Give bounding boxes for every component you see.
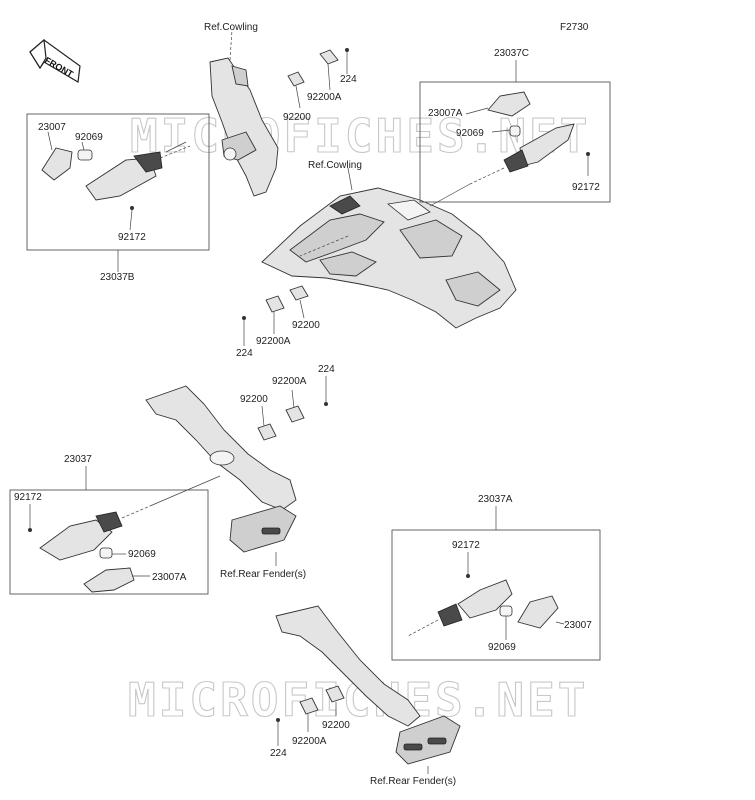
label-92172-b: 92172 — [118, 232, 146, 243]
label-224-top: 224 — [340, 74, 357, 85]
lens-23007-b — [41, 131, 73, 181]
screw-224-mid — [242, 316, 246, 320]
lens-23007-d — [517, 595, 565, 629]
grommet-92200-midlow — [257, 423, 277, 441]
screw-92172-b — [130, 206, 134, 210]
grommet-92200A-bottom — [299, 697, 319, 715]
label-ref-rear-fender-bottom: Ref.Rear Fender(s) — [370, 776, 456, 787]
label-23037A: 23037A — [478, 494, 513, 505]
grommet-92200-mid — [289, 285, 309, 301]
label-23037C: 23037C — [494, 48, 529, 59]
bulb-92069-b — [77, 141, 93, 161]
screw-224-bottom — [276, 718, 280, 722]
label-92200-midlow: 92200 — [240, 394, 268, 405]
turn-signal-23037A — [407, 579, 513, 637]
front-arrow-icon: FRONT — [29, 38, 81, 83]
grommet-92200-bottom — [325, 685, 345, 703]
label-ref-cowling-top: Ref.Cowling — [204, 22, 258, 33]
label-92200A-mid: 92200A — [256, 336, 291, 347]
label-23007A-a: 23007A — [152, 572, 187, 583]
screw-92172-d — [466, 574, 470, 578]
label-224-midlow: 224 — [318, 364, 335, 375]
figure-code: F2730 — [560, 22, 589, 33]
label-92200A-bottom: 92200A — [292, 736, 327, 747]
turn-signal-23037C — [469, 123, 575, 185]
label-23037B: 23037B — [100, 272, 135, 283]
turn-signal-23037 — [39, 475, 221, 561]
screw-224-midlow — [324, 402, 328, 406]
rear-frame-lower — [275, 605, 461, 765]
label-92200-top: 92200 — [283, 112, 311, 123]
cowling-bracket-left — [209, 29, 279, 197]
label-224-mid: 224 — [236, 348, 253, 359]
bulb-92069-c — [491, 125, 521, 137]
label-92172-d: 92172 — [452, 540, 480, 551]
lens-23007A-c — [465, 91, 531, 117]
label-23037: 23037 — [64, 454, 92, 465]
label-ref-rear-fender-mid: Ref.Rear Fender(s) — [220, 569, 306, 580]
screw-224-top — [345, 48, 349, 52]
label-92069-d: 92069 — [488, 642, 516, 653]
lens-23007A-a — [83, 567, 150, 593]
label-92200A-top: 92200A — [307, 92, 342, 103]
label-92200-bottom: 92200 — [322, 720, 350, 731]
grommet-92200-top — [287, 71, 305, 87]
label-92172-a: 92172 — [14, 492, 42, 503]
turn-signal-23037B — [85, 141, 191, 201]
box-23037 — [9, 489, 209, 595]
label-ref-cowling-center: Ref.Cowling — [308, 160, 362, 171]
label-92069-a: 92069 — [128, 549, 156, 560]
grommet-92200A-top — [319, 49, 339, 65]
label-224-bottom: 224 — [270, 748, 287, 759]
label-23007A-c: 23007A — [428, 108, 463, 119]
main-cowling-assembly — [261, 187, 517, 329]
screw-92172-c — [586, 152, 590, 156]
box-23037C — [419, 81, 611, 203]
label-23007-d: 23007 — [564, 620, 592, 631]
label-92069-c: 92069 — [456, 128, 484, 139]
label-92172-c: 92172 — [572, 182, 600, 193]
bulb-92069-a — [99, 547, 126, 559]
label-92200A-midlow: 92200A — [272, 376, 307, 387]
rear-frame-upper — [145, 385, 297, 553]
grommet-92200A-mid — [265, 295, 285, 313]
screw-92172-a — [28, 528, 32, 532]
bulb-92069-d — [499, 605, 513, 640]
label-23007-b: 23007 — [38, 122, 66, 133]
label-92069-b: 92069 — [75, 132, 103, 143]
label-92200-mid: 92200 — [292, 320, 320, 331]
grommet-92200A-midlow — [285, 405, 305, 423]
